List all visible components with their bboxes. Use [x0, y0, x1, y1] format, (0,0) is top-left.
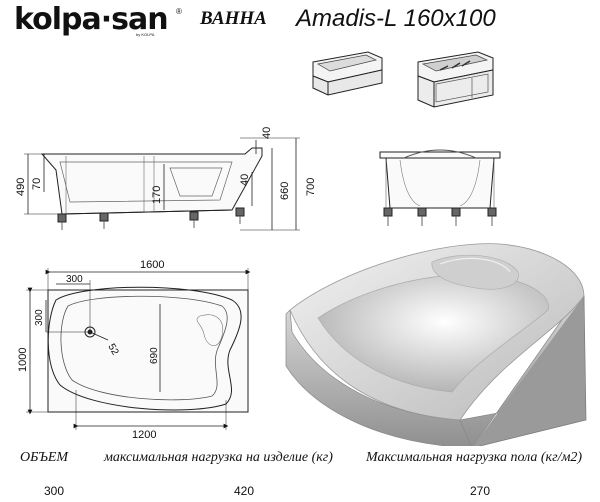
dim-170: 170: [151, 186, 163, 204]
bathtub-3d-render: [285, 243, 587, 446]
dim-300-x: 300: [66, 274, 83, 285]
registered-mark: ®: [176, 7, 182, 16]
header: kolpa·san ® by KOLPA ВАННА Amadis-L 160x…: [0, 0, 600, 40]
specs-labels-row: ОБЪЕМ максимальная нагрузка на изделие (…: [0, 446, 600, 472]
top-view: [26, 268, 251, 430]
dim-1000: 1000: [17, 348, 29, 372]
technical-drawing: 40 490 70 170 40 660 700: [15, 51, 587, 446]
max-load-item-value: 420: [234, 484, 255, 498]
dim-52: 52: [105, 342, 120, 358]
volume-label: ОБЪЕМ: [20, 450, 69, 465]
dim-40: 40: [239, 174, 251, 186]
dim-490: 490: [15, 178, 27, 196]
dim-70: 70: [31, 178, 43, 190]
max-load-item-label: максимальная нагрузка на изделие (кг): [104, 450, 333, 465]
front-view: [379, 149, 501, 226]
dim-1200: 1200: [132, 429, 156, 441]
brand-logo: kolpa·san: [14, 2, 169, 37]
thumbnail-tub-open: [417, 51, 494, 108]
thumbnail-tub-closed: [312, 51, 383, 96]
dim-700: 700: [305, 178, 317, 196]
document-type: ВАННА: [200, 8, 267, 29]
max-load-floor-label: Максимальная нагрузка пола (кг/м2): [366, 450, 583, 465]
model-title: Amadis-L 160x100: [296, 5, 496, 32]
volume-value: 300: [44, 484, 65, 498]
dim-1600: 1600: [140, 259, 164, 271]
dim-300-y: 300: [34, 309, 45, 326]
dim-660: 660: [279, 182, 291, 200]
dim-40-top: 40: [261, 127, 273, 139]
dim-690: 690: [149, 347, 160, 364]
side-view: [24, 137, 300, 231]
brand-subtitle: by KOLPA: [136, 32, 155, 37]
max-load-floor-value: 270: [470, 484, 491, 498]
